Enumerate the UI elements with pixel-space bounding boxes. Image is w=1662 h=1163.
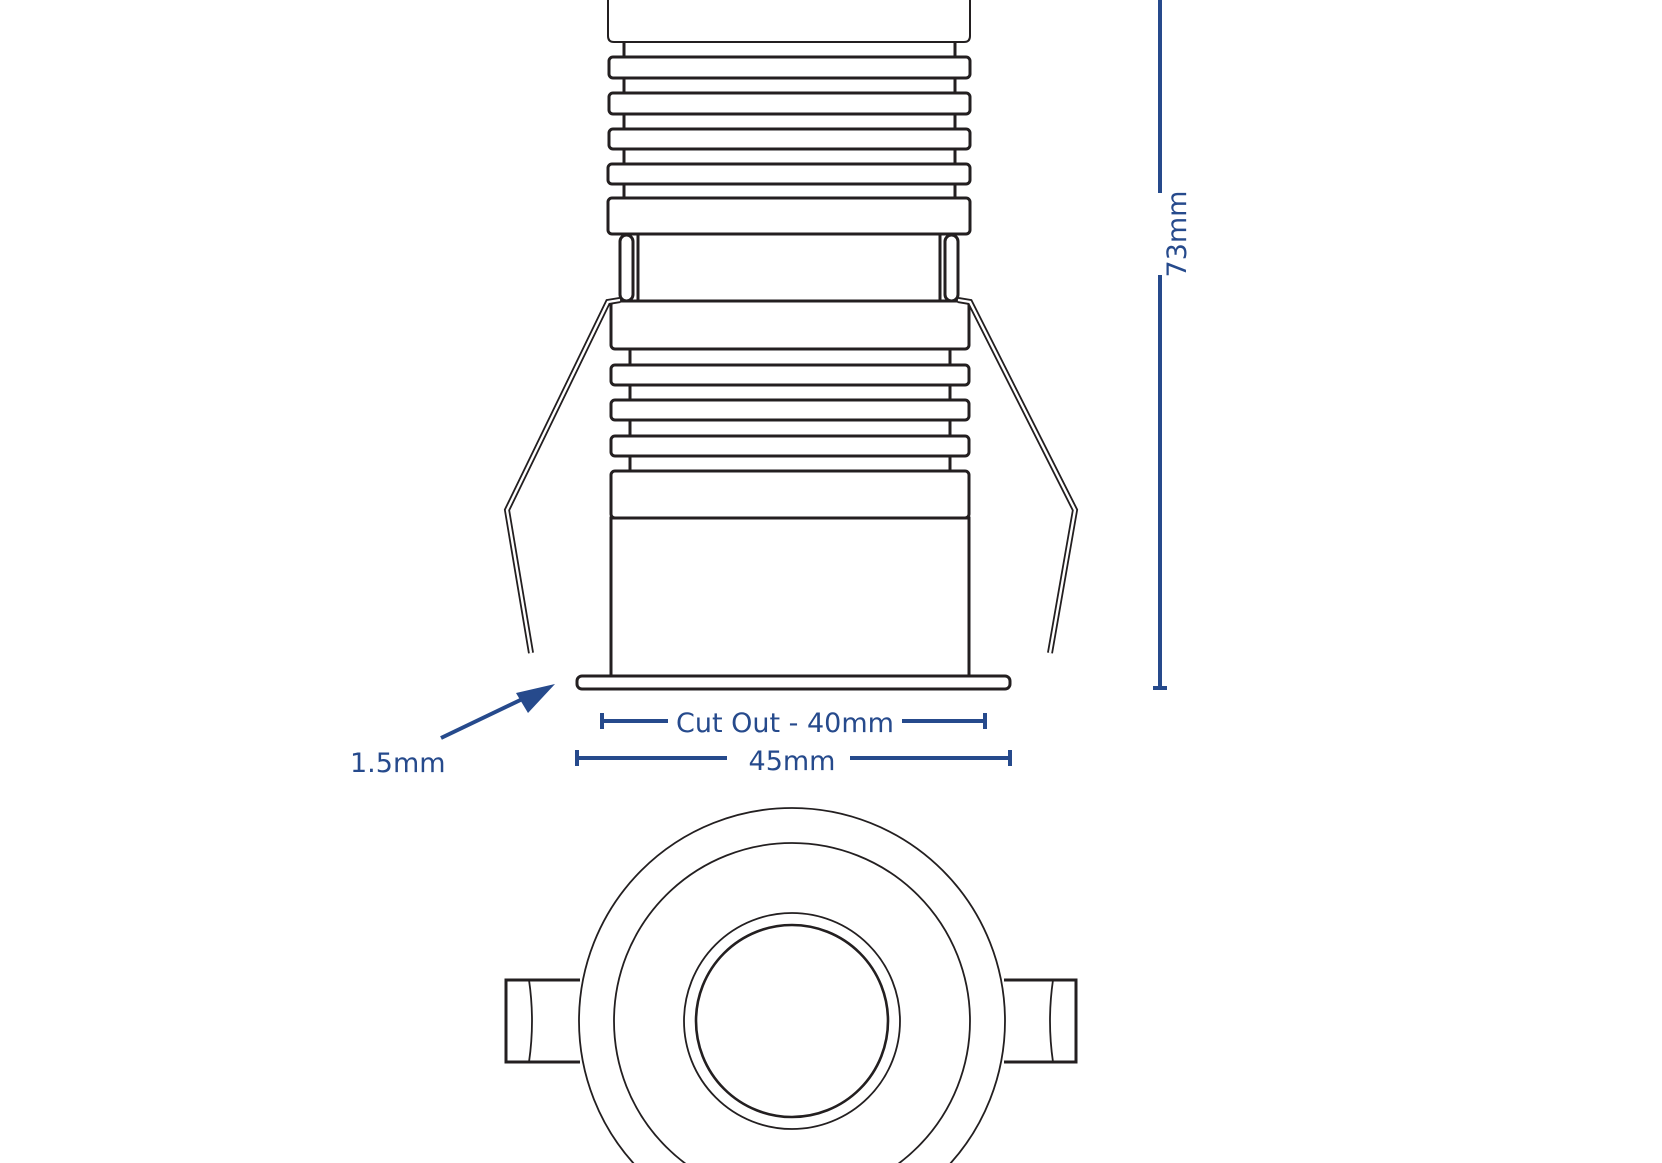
- lens-ring: [683, 912, 901, 1130]
- dimension-cut-out: Cut Out - 40mm: [600, 708, 987, 739]
- top-cap: [607, 0, 971, 43]
- fin: [609, 398, 971, 422]
- fin: [609, 363, 971, 387]
- fin: [606, 162, 972, 186]
- height-label: 73mm: [1162, 191, 1193, 278]
- main-body: [609, 516, 971, 678]
- outer-bezel: [578, 807, 1006, 1163]
- spring-clip-right: [957, 297, 1079, 654]
- flange-diameter-label: 45mm: [749, 746, 836, 777]
- clip-pivot-left: [618, 233, 635, 303]
- fin: [607, 91, 972, 116]
- dimension-height: 73mm: [1153, 0, 1193, 690]
- inner-ring: [613, 842, 971, 1163]
- lens: [694, 923, 890, 1119]
- fin: [607, 127, 972, 151]
- dimension-flange-diameter: 45mm: [575, 746, 1012, 777]
- front-view: [504, 807, 1078, 1163]
- spring-clip-left: [503, 297, 621, 654]
- fin: [609, 434, 971, 458]
- flange: [575, 674, 1012, 691]
- driver-block: [609, 469, 971, 520]
- dimension-flange-thickness: 1.5mm: [350, 684, 555, 779]
- side-elevation: [503, 0, 1079, 691]
- cut-out-label: Cut Out - 40mm: [676, 708, 894, 739]
- clip-tab-right: [1004, 978, 1078, 1064]
- clip-pivot-right: [943, 233, 960, 303]
- fin: [607, 55, 972, 80]
- collar: [606, 196, 972, 236]
- arrow-head-icon: [516, 684, 555, 713]
- clip-tab-left: [504, 978, 580, 1064]
- flange-thickness-label: 1.5mm: [350, 748, 446, 779]
- lower-block: [609, 299, 971, 351]
